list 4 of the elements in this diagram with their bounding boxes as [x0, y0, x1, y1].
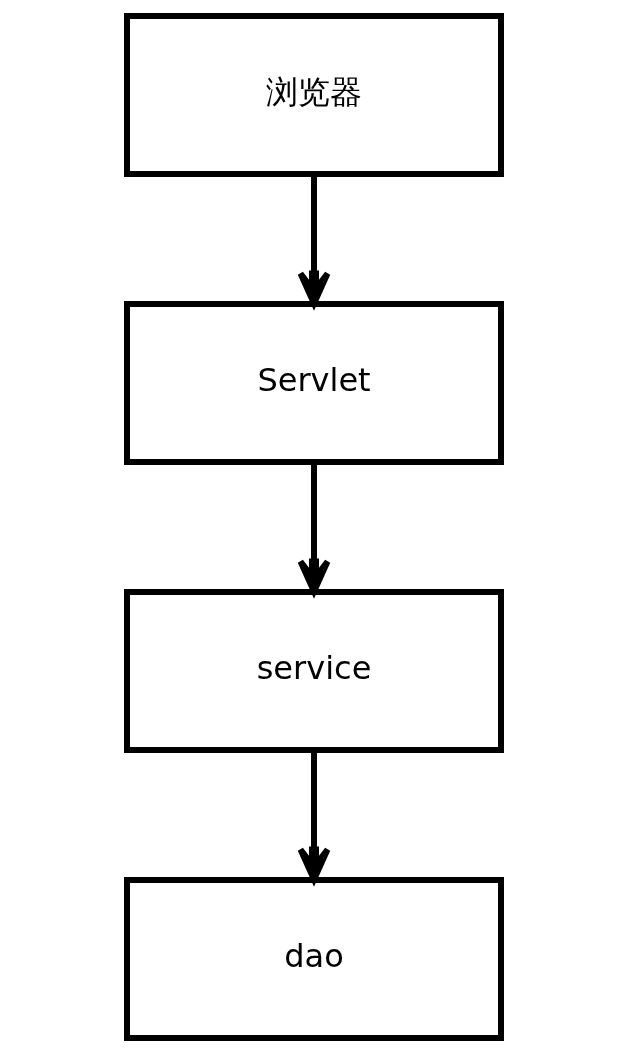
node-box: 浏览器 — [124, 13, 504, 177]
node-box: Servlet — [124, 301, 504, 465]
node-box: service — [124, 589, 504, 753]
node-box: dao — [124, 877, 504, 1041]
